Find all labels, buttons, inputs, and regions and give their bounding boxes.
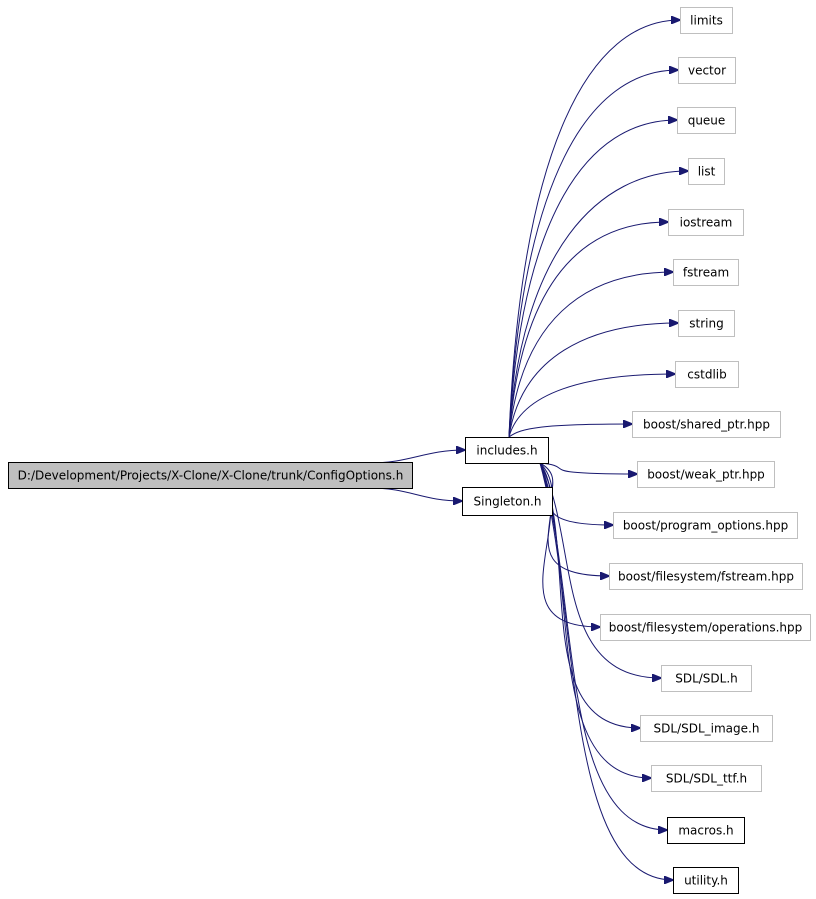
node-label-cstdlib: cstdlib: [687, 368, 726, 382]
node-box-sdl: [661, 665, 752, 692]
node-sdl[interactable]: SDL/SDL.h: [661, 665, 752, 692]
node-box-limits: [680, 7, 733, 34]
node-label-utility: utility.h: [684, 874, 728, 888]
edge-root-to-singleton: [369, 487, 462, 501]
edge-includes-to-list: [508, 171, 688, 438]
node-fs_operations[interactable]: boost/filesystem/operations.hpp: [600, 614, 811, 641]
node-box-fstream: [673, 259, 739, 286]
node-fs_fstream[interactable]: boost/filesystem/fstream.hpp: [609, 563, 803, 590]
node-macros[interactable]: macros.h: [667, 817, 745, 844]
node-label-program_options: boost/program_options.hpp: [623, 519, 788, 533]
node-shared_ptr[interactable]: boost/shared_ptr.hpp: [632, 411, 781, 438]
node-list[interactable]: list: [688, 158, 725, 185]
edge-includes-to-vector: [508, 70, 678, 438]
node-label-singleton: Singleton.h: [474, 495, 542, 509]
node-label-macros: macros.h: [678, 824, 733, 838]
node-label-vector: vector: [688, 64, 726, 78]
node-label-root: D:/Development/Projects/X-Clone/X-Clone/…: [18, 469, 404, 483]
node-box-program_options: [613, 512, 798, 539]
edge-includes-to-queue: [508, 120, 677, 438]
edge-includes-to-fstream: [508, 272, 673, 438]
node-label-string: string: [689, 317, 723, 331]
node-label-weak_ptr: boost/weak_ptr.hpp: [647, 468, 765, 482]
node-label-sdl: SDL/SDL.h: [675, 672, 738, 686]
node-fstream[interactable]: fstream: [673, 259, 739, 286]
edge-includes-to-shared_ptr: [508, 424, 632, 438]
node-utility[interactable]: utility.h: [673, 867, 739, 894]
edge-includes-to-string: [508, 323, 678, 438]
edge-root-to-includes: [369, 450, 465, 464]
node-iostream[interactable]: iostream: [668, 209, 744, 236]
node-label-sdl_image: SDL/SDL_image.h: [654, 722, 760, 736]
node-sdl_image[interactable]: SDL/SDL_image.h: [640, 715, 773, 742]
node-label-iostream: iostream: [680, 216, 733, 230]
node-singleton[interactable]: Singleton.h: [462, 487, 553, 516]
node-label-queue: queue: [688, 114, 726, 128]
node-string[interactable]: string: [678, 310, 735, 337]
node-box-sdl_image: [640, 715, 773, 742]
node-box-iostream: [668, 209, 744, 236]
node-box-shared_ptr: [632, 411, 781, 438]
node-box-list: [688, 158, 725, 185]
node-queue[interactable]: queue: [677, 107, 736, 134]
node-box-fs_fstream: [609, 563, 803, 590]
node-label-sdl_ttf: SDL/SDL_ttf.h: [666, 772, 747, 786]
edge-includes-to-macros: [539, 462, 667, 830]
node-label-fs_operations: boost/filesystem/operations.hpp: [609, 621, 803, 635]
node-label-includes: includes.h: [476, 444, 537, 458]
node-vector[interactable]: vector: [678, 57, 736, 84]
node-label-fstream: fstream: [683, 266, 729, 280]
node-box-includes: [465, 437, 549, 464]
node-box-singleton: [462, 487, 553, 516]
node-root[interactable]: D:/Development/Projects/X-Clone/X-Clone/…: [8, 462, 413, 489]
node-box-sdl_ttf: [651, 765, 762, 792]
edge-includes-to-iostream: [508, 222, 668, 438]
edge-includes-to-limits: [508, 20, 680, 438]
node-box-string: [678, 310, 735, 337]
node-box-vector: [678, 57, 736, 84]
node-limits[interactable]: limits: [680, 7, 733, 34]
node-includes[interactable]: includes.h: [465, 437, 549, 464]
node-label-limits: limits: [690, 14, 723, 28]
edge-includes-to-weak_ptr: [539, 462, 637, 474]
node-box-root: [8, 462, 413, 489]
node-label-list: list: [698, 165, 716, 179]
node-box-cstdlib: [675, 361, 739, 388]
node-box-fs_operations: [600, 614, 811, 641]
node-program_options[interactable]: boost/program_options.hpp: [613, 512, 798, 539]
node-box-macros: [667, 817, 745, 844]
edge-includes-to-utility: [539, 462, 673, 880]
edge-includes-to-cstdlib: [508, 374, 675, 438]
node-box-utility: [673, 867, 739, 894]
node-box-queue: [677, 107, 736, 134]
node-box-weak_ptr: [637, 461, 775, 488]
node-sdl_ttf[interactable]: SDL/SDL_ttf.h: [651, 765, 762, 792]
node-label-fs_fstream: boost/filesystem/fstream.hpp: [618, 570, 794, 584]
node-weak_ptr[interactable]: boost/weak_ptr.hpp: [637, 461, 775, 488]
node-label-shared_ptr: boost/shared_ptr.hpp: [643, 418, 770, 432]
node-cstdlib[interactable]: cstdlib: [675, 361, 739, 388]
nodes-layer: D:/Development/Projects/X-Clone/X-Clone/…: [8, 7, 811, 894]
